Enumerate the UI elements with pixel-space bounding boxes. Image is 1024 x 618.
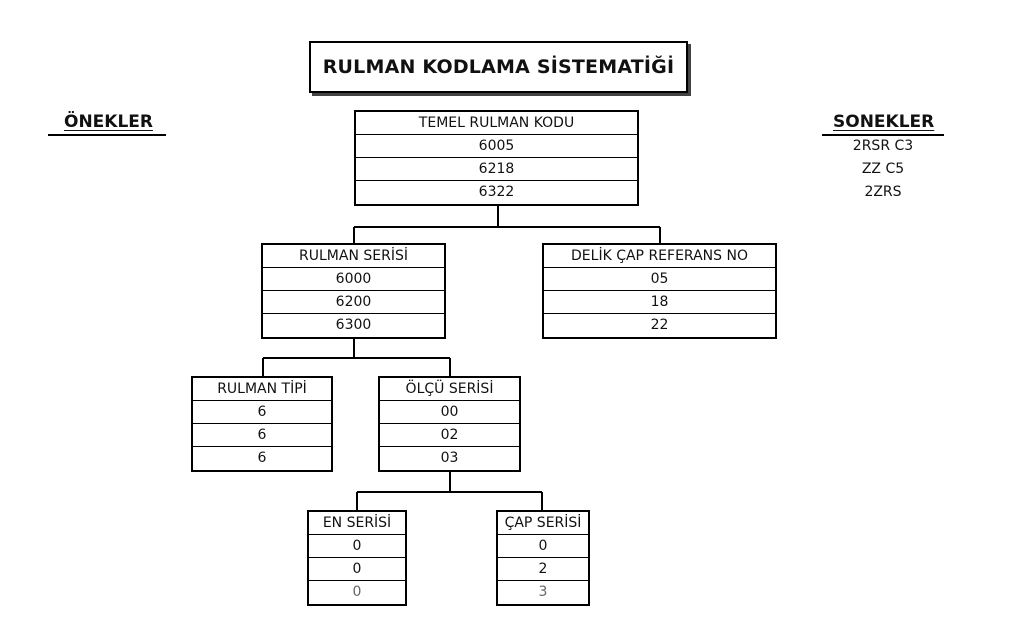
table-header: ÖLÇÜ SERİSİ — [380, 378, 519, 401]
bore-reference-table: DELİK ÇAP REFERANS NO 05 18 22 — [542, 243, 777, 339]
base-code-table: TEMEL RULMAN KODU 6005 6218 6322 — [354, 110, 639, 206]
table-header: RULMAN TİPİ — [193, 378, 331, 401]
table-cell: 6 — [193, 424, 331, 447]
bearing-type-table: RULMAN TİPİ 6 6 6 — [191, 376, 333, 472]
table-cell: 6 — [193, 401, 331, 424]
table-cell: 0 — [309, 558, 405, 581]
bearing-series-table: RULMAN SERİSİ 6000 6200 6300 — [261, 243, 446, 339]
table-cell: 22 — [650, 317, 669, 333]
table-cell: 0 — [352, 584, 362, 600]
table-header: DELİK ÇAP REFERANS NO — [544, 245, 775, 268]
dimension-series-table: ÖLÇÜ SERİSİ 00 02 03 — [378, 376, 521, 472]
table-cell: 6300 — [335, 317, 372, 333]
suffix-item: 2RSR C3 — [852, 138, 914, 154]
width-series-table: EN SERİSİ 0 0 0 — [307, 510, 407, 606]
table-cell: 18 — [544, 291, 775, 314]
page-title: RULMAN KODLAMA SİSTEMATİĞİ — [309, 41, 688, 93]
table-cell: 6200 — [263, 291, 444, 314]
prefixes-underline — [48, 134, 166, 136]
suffixes-underline — [822, 134, 944, 136]
prefixes-heading: ÖNEKLER — [64, 112, 154, 132]
table-cell: 6218 — [356, 158, 637, 181]
suffix-item: 2ZRS — [864, 184, 902, 200]
table-header: TEMEL RULMAN KODU — [356, 112, 637, 135]
table-cell: 03 — [440, 450, 459, 466]
table-cell: 2 — [498, 558, 588, 581]
table-cell: 6000 — [263, 268, 444, 291]
table-cell: 3 — [538, 584, 548, 600]
table-header: RULMAN SERİSİ — [263, 245, 444, 268]
diameter-series-table: ÇAP SERİSİ 0 2 3 — [496, 510, 590, 606]
suffix-item: ZZ C5 — [861, 161, 905, 177]
table-cell: 02 — [380, 424, 519, 447]
table-cell: 6005 — [356, 135, 637, 158]
table-header: ÇAP SERİSİ — [498, 512, 588, 535]
table-cell: 00 — [380, 401, 519, 424]
table-cell: 6322 — [478, 184, 515, 200]
table-header: EN SERİSİ — [309, 512, 405, 535]
table-cell: 05 — [544, 268, 775, 291]
table-cell: 0 — [309, 535, 405, 558]
table-cell: 0 — [498, 535, 588, 558]
suffixes-heading: SONEKLER — [833, 112, 935, 132]
table-cell: 6 — [257, 450, 267, 466]
